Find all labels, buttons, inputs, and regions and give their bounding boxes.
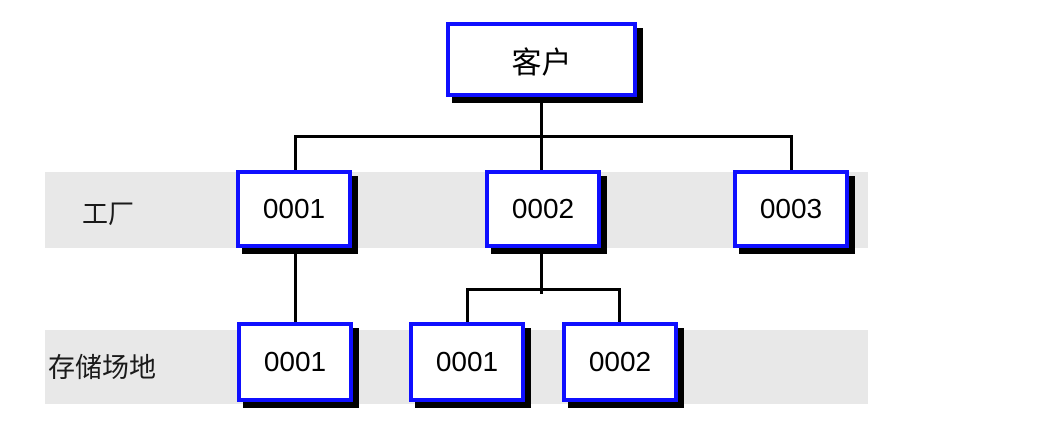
node-factory-3: 0003 (733, 170, 849, 248)
connector-root-stem (540, 97, 543, 138)
connector-rail-level1 (294, 135, 793, 138)
node-storage-1: 0001 (237, 322, 353, 402)
node-storage-2: 0001 (409, 322, 525, 402)
node-storage-3: 0002 (562, 322, 678, 402)
connector-drop-factory-1 (294, 135, 297, 172)
connector-rail-level2 (466, 288, 621, 291)
connector-drop-storage-2 (466, 288, 469, 324)
factory-band-label: 工厂 (82, 200, 135, 230)
storage-band-label: 存储场地 (48, 353, 156, 384)
factory-row-band (45, 172, 868, 248)
connector-drop-factory-3 (790, 135, 793, 172)
node-factory-1: 0001 (236, 170, 352, 248)
connector-factory1-storage1 (294, 250, 297, 324)
node-customer: 客户 (446, 22, 637, 97)
connector-factory2-stem (540, 250, 543, 294)
node-factory-2: 0002 (485, 170, 601, 248)
connector-drop-storage-3 (618, 288, 621, 324)
connector-drop-factory-2 (540, 135, 543, 172)
